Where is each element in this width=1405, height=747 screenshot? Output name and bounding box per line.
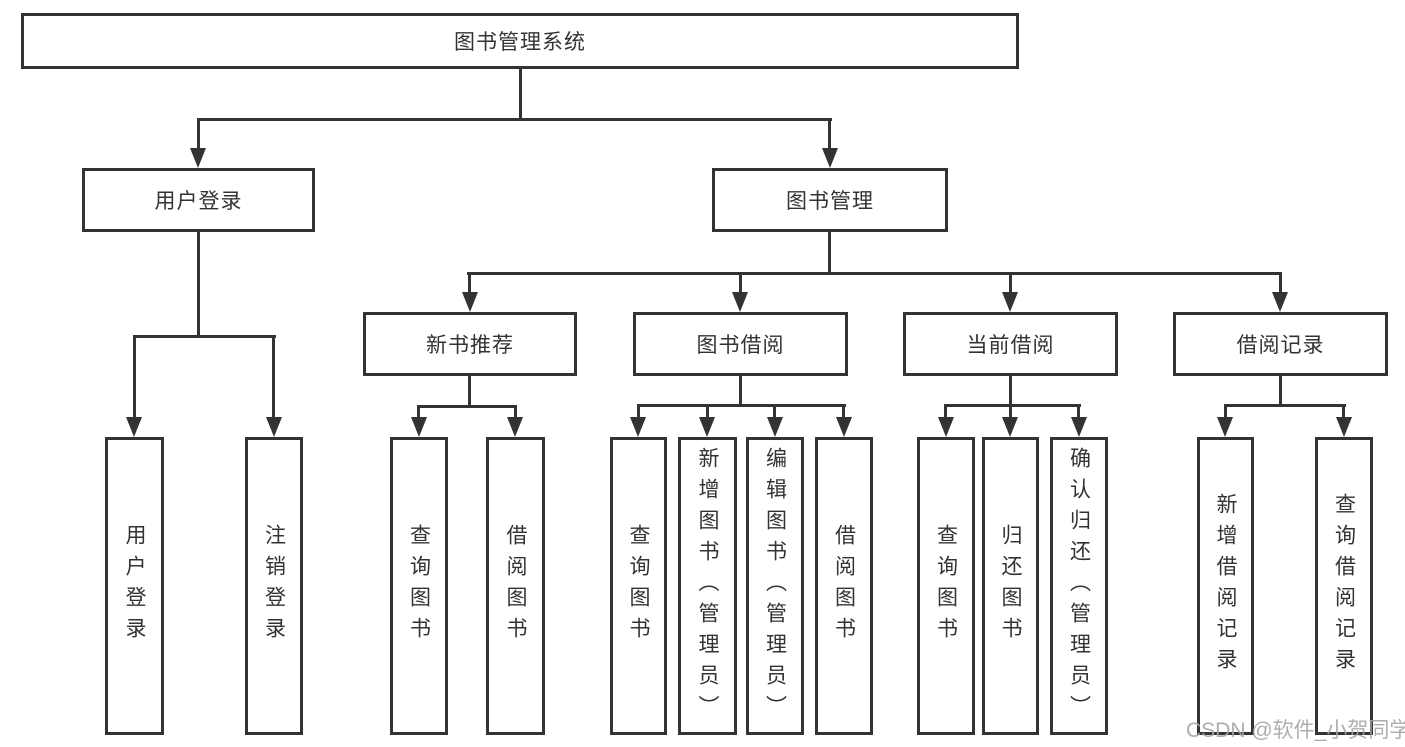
connector-drop-leaf (417, 405, 420, 417)
connector-drop-user-login (197, 118, 200, 148)
connector-drop-leaf (706, 404, 709, 417)
leaf-query-books-current: 查询图书 (917, 437, 975, 735)
node-book-management: 图书管理 (712, 168, 948, 232)
leaf-borrow-books-recommend: 借阅图书 (486, 437, 545, 735)
leaf-add-books-admin: 新增图书（管理员） (678, 437, 737, 735)
arrowhead-down-icon (1272, 292, 1288, 312)
connector-drop-new-book (468, 272, 471, 292)
leaf-confirm-return-admin: 确认归还（管理员） (1050, 437, 1108, 735)
connector-root-splitter (197, 118, 832, 121)
arrowhead-down-icon (822, 148, 838, 168)
node-library-management-system: 图书管理系统 (21, 13, 1019, 69)
arrowhead-down-icon (266, 417, 282, 437)
connector-borrow-records-splitter (1224, 404, 1346, 407)
node-user-login: 用户登录 (82, 168, 315, 232)
connector-book-management-splitter (467, 272, 1282, 275)
leaf-logout: 注销登录 (245, 437, 303, 735)
connector-current-borrow-stem (1009, 376, 1012, 405)
arrowhead-down-icon (411, 417, 427, 437)
arrowhead-down-icon (1002, 417, 1018, 437)
connector-book-borrow-splitter (637, 404, 846, 407)
leaf-edit-books-admin: 编辑图书（管理员） (746, 437, 804, 735)
leaf-query-borrow-record: 查询借阅记录 (1315, 437, 1373, 735)
connector-borrow-records-stem (1279, 376, 1282, 405)
connector-drop-book-borrow (739, 272, 742, 292)
node-current-borrowing: 当前借阅 (903, 312, 1118, 376)
connector-new-book-splitter (417, 405, 517, 408)
connector-drop-borrow-records (1279, 272, 1282, 292)
connector-book-management-stem (828, 232, 831, 273)
leaf-borrow-books: 借阅图书 (815, 437, 873, 735)
arrowhead-down-icon (938, 417, 954, 437)
leaf-return-books: 归还图书 (982, 437, 1039, 735)
connector-drop-leaf (1224, 404, 1227, 417)
leaf-add-borrow-record: 新增借阅记录 (1197, 437, 1254, 735)
arrowhead-down-icon (732, 292, 748, 312)
connector-drop-leaf (842, 404, 845, 417)
arrowhead-down-icon (462, 292, 478, 312)
arrowhead-down-icon (836, 417, 852, 437)
connector-book-borrow-stem (739, 376, 742, 405)
connector-drop-leaf (514, 405, 517, 417)
node-borrowing-records: 借阅记录 (1173, 312, 1388, 376)
arrowhead-down-icon (767, 417, 783, 437)
connector-drop-book-management (828, 118, 831, 148)
leaf-user-login: 用户登录 (105, 437, 164, 735)
connector-drop-leaf (1077, 404, 1080, 417)
connector-drop-current-borrow (1009, 272, 1012, 292)
arrowhead-down-icon (630, 417, 646, 437)
arrowhead-down-icon (126, 417, 142, 437)
arrowhead-down-icon (507, 417, 523, 437)
csdn-watermark: CSDN @软件_小贺同学 (1186, 719, 1405, 742)
arrowhead-down-icon (190, 148, 206, 168)
connector-drop-leaf (1342, 404, 1345, 417)
connector-drop-leaf (773, 404, 776, 417)
leaf-query-books-recommend: 查询图书 (390, 437, 448, 735)
arrowhead-down-icon (1071, 417, 1087, 437)
connector-drop-leaf (944, 404, 947, 417)
leaf-query-books-borrow: 查询图书 (610, 437, 667, 735)
node-book-borrowing: 图书借阅 (633, 312, 848, 376)
arrowhead-down-icon (1002, 292, 1018, 312)
arrowhead-down-icon (1217, 417, 1233, 437)
connector-user-login-splitter (133, 335, 276, 338)
connector-current-borrow-splitter (944, 404, 1081, 407)
connector-root-stem (519, 69, 522, 118)
connector-drop-leaf (1009, 404, 1012, 417)
arrowhead-down-icon (699, 417, 715, 437)
connector-user-login-stem (197, 232, 200, 335)
connector-drop-leaf (272, 335, 275, 417)
node-new-book-recommendation: 新书推荐 (363, 312, 577, 376)
connector-new-book-stem (468, 376, 471, 406)
arrowhead-down-icon (1336, 417, 1352, 437)
connector-drop-leaf (133, 335, 136, 417)
connector-drop-leaf (637, 404, 640, 417)
